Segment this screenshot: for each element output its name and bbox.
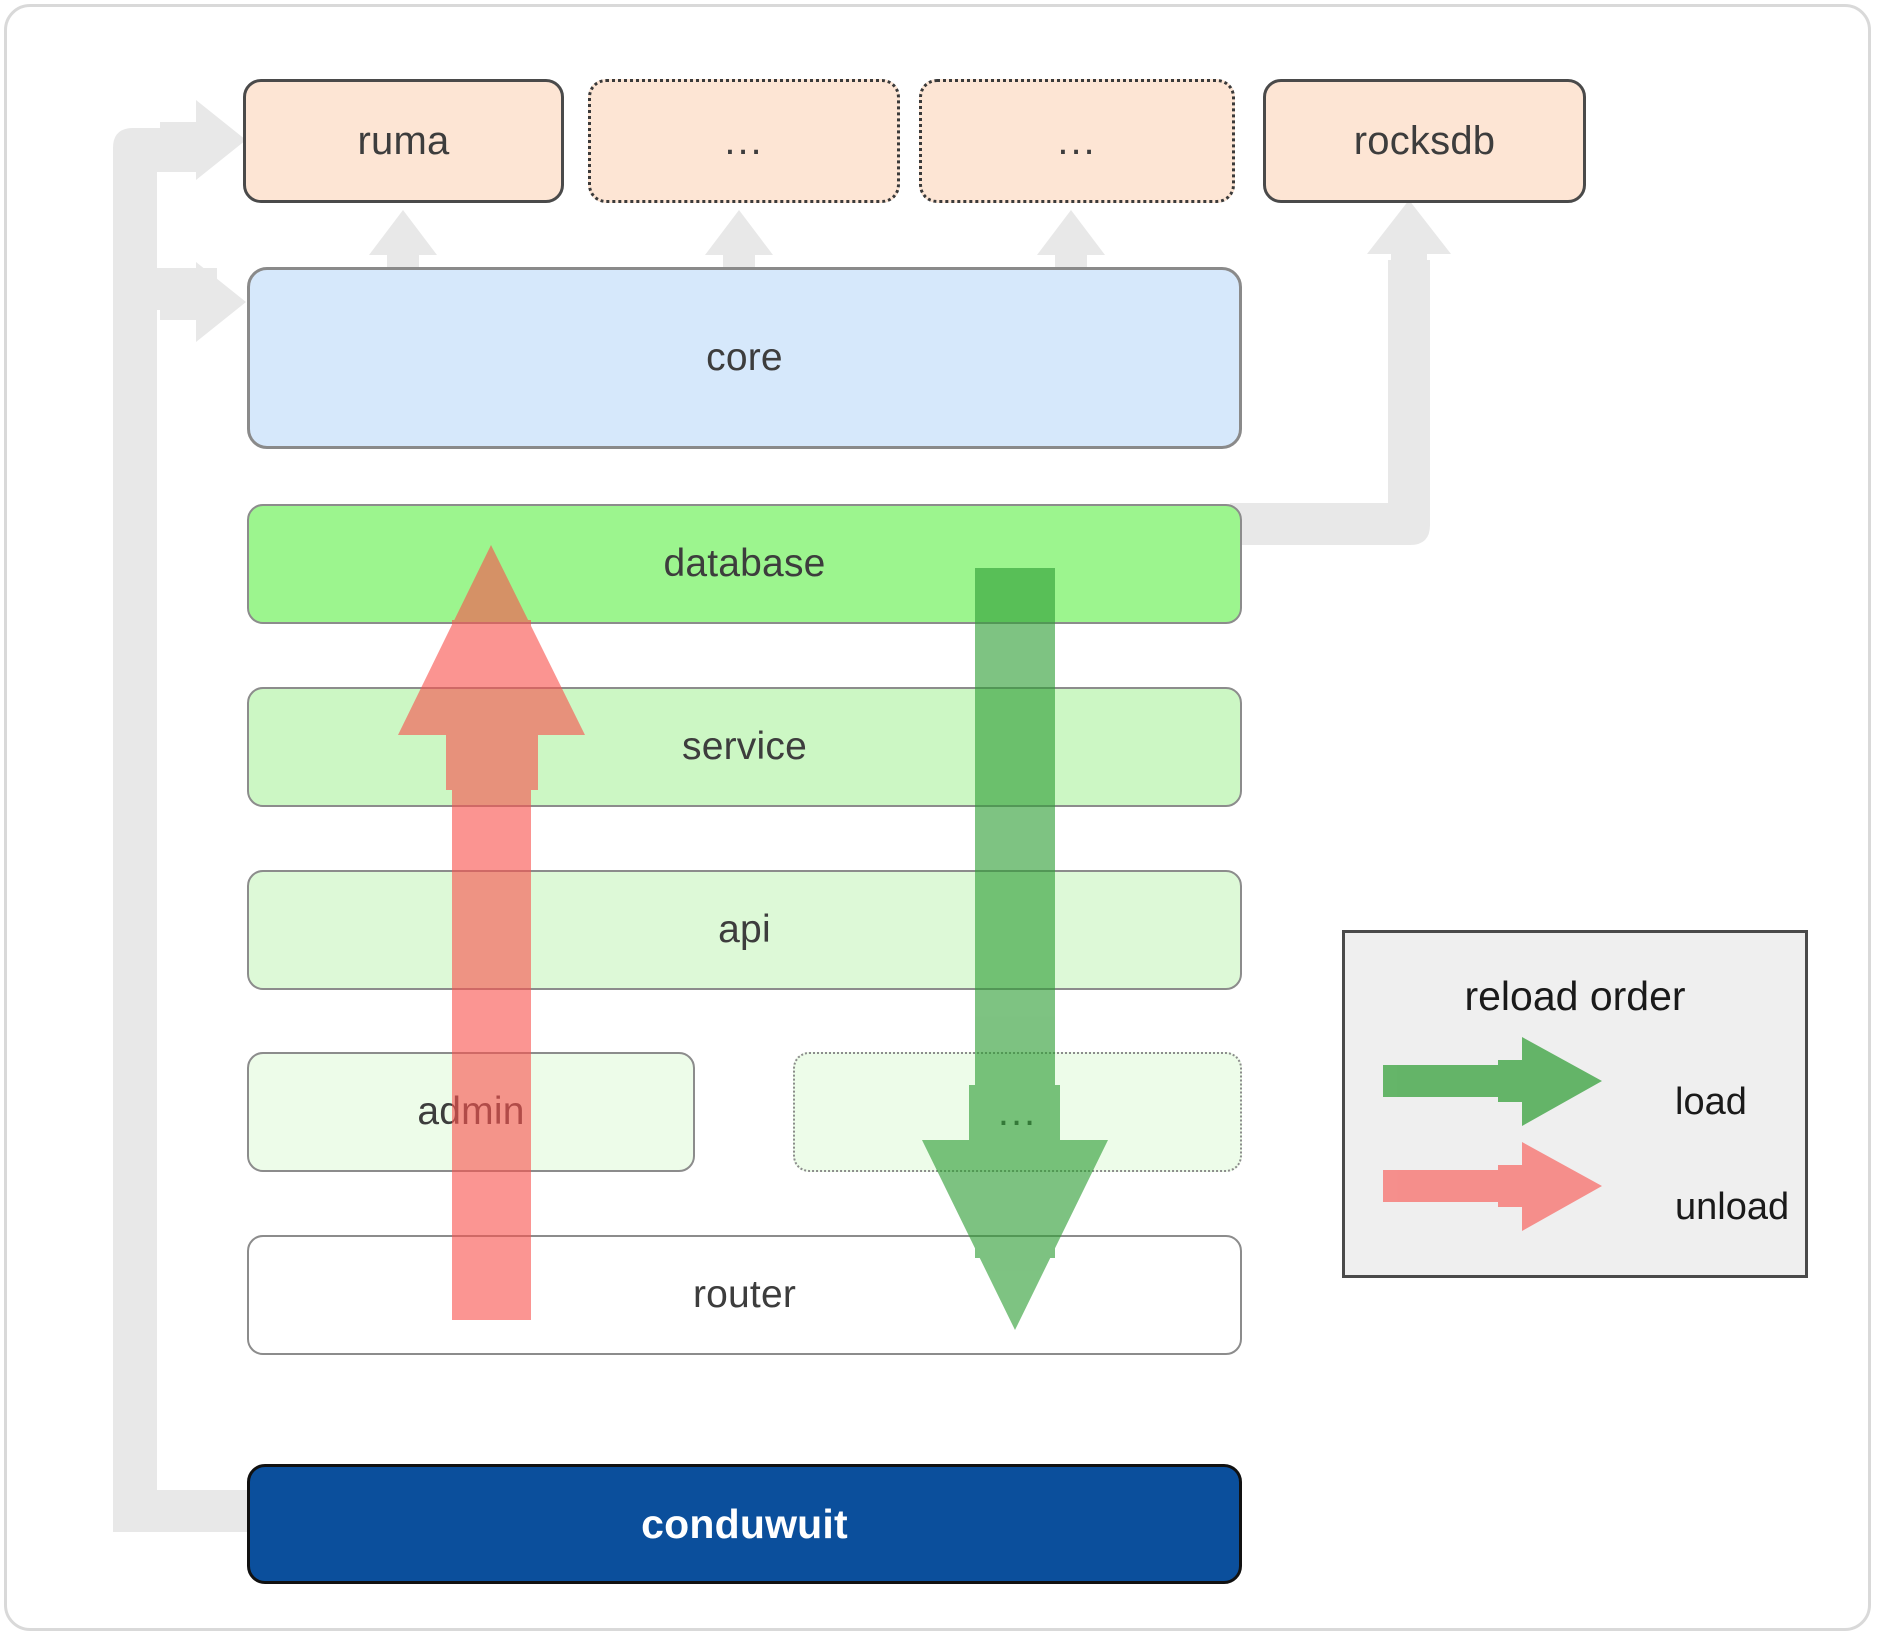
layer-box-database[interactable]: database — [247, 504, 1242, 624]
dependency-box-ruma[interactable]: ruma — [243, 79, 564, 203]
layer-box-router[interactable]: router — [247, 1235, 1242, 1355]
layer-label-router: router — [692, 1273, 797, 1316]
legend-panel: reload order load unload — [1342, 930, 1808, 1278]
layer-box-service[interactable]: service — [247, 687, 1242, 807]
core-box[interactable]: core — [247, 267, 1242, 449]
dependency-box-more-2[interactable]: ... — [919, 79, 1235, 203]
layer-label-admin: admin — [417, 1090, 525, 1133]
layer-label-more: ... — [997, 1089, 1038, 1134]
dependency-label-ruma: ruma — [357, 118, 450, 163]
dependency-label-more-1: ... — [724, 118, 764, 163]
layer-box-more[interactable]: ... — [793, 1052, 1242, 1172]
layer-box-admin[interactable]: admin — [247, 1052, 695, 1172]
core-label: core — [706, 336, 783, 379]
diagram-frame — [4, 4, 1871, 1631]
root-label-conduwuit: conduwuit — [641, 1500, 848, 1547]
layer-label-service: service — [682, 725, 807, 768]
layer-box-api[interactable]: api — [247, 870, 1242, 990]
dependency-label-more-2: ... — [1057, 118, 1097, 163]
legend-title: reload order — [1464, 973, 1686, 1019]
layer-label-api: api — [718, 908, 771, 951]
legend-label-load: load — [1675, 1081, 1747, 1123]
legend-label-unload: unload — [1675, 1186, 1790, 1228]
layer-label-database: database — [663, 542, 826, 585]
dependency-box-rocksdb[interactable]: rocksdb — [1263, 79, 1586, 203]
dependency-box-more-1[interactable]: ... — [588, 79, 900, 203]
root-box-conduwuit[interactable]: conduwuit — [247, 1464, 1242, 1584]
dependency-label-rocksdb: rocksdb — [1353, 118, 1496, 163]
